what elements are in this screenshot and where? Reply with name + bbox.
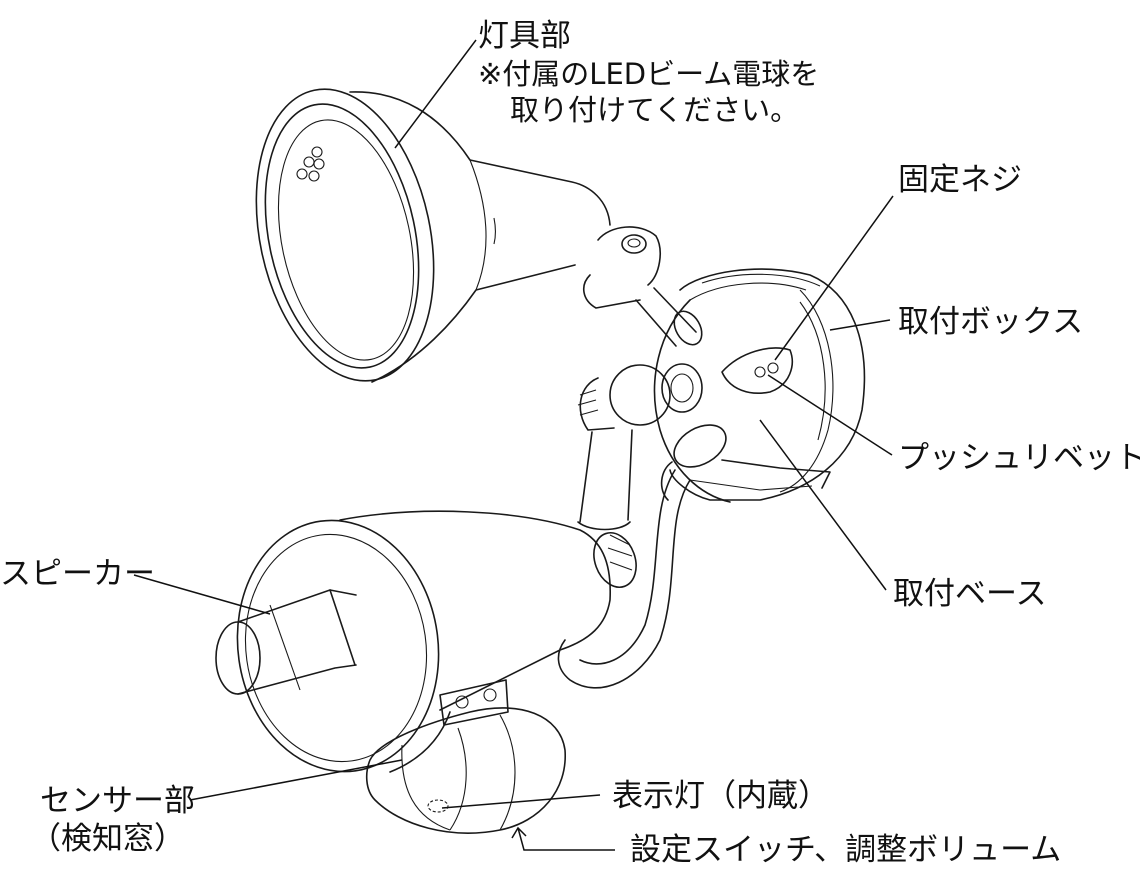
label-lamp-note-line1: ※付属のLEDビーム電球を [478, 57, 820, 91]
label-sensor: センサー部 [40, 783, 195, 819]
label-sensor-window: （検知窓） [30, 821, 185, 857]
label-lamp-note-line2: 取り付けてください。 [510, 93, 800, 127]
leader-lines [133, 39, 894, 851]
speaker-unit-drawing [215, 510, 637, 834]
label-fixing-screw: 固定ネジ [898, 162, 1022, 198]
lamp-unit-drawing [255, 88, 703, 383]
label-indicator: 表示灯（内蔵） [612, 778, 829, 814]
mount-box-drawing [653, 268, 866, 503]
label-lamp: 灯具部 [478, 18, 571, 54]
joint-drawing [557, 363, 727, 689]
label-push-rivet: プッシュリベット [898, 440, 1140, 476]
label-mount-box: 取付ボックス [898, 304, 1084, 340]
label-mount-base: 取付ベース [893, 576, 1047, 612]
label-speaker: スピーカー [0, 556, 155, 592]
label-settings: 設定スイッチ、調整ボリューム [630, 832, 1062, 868]
